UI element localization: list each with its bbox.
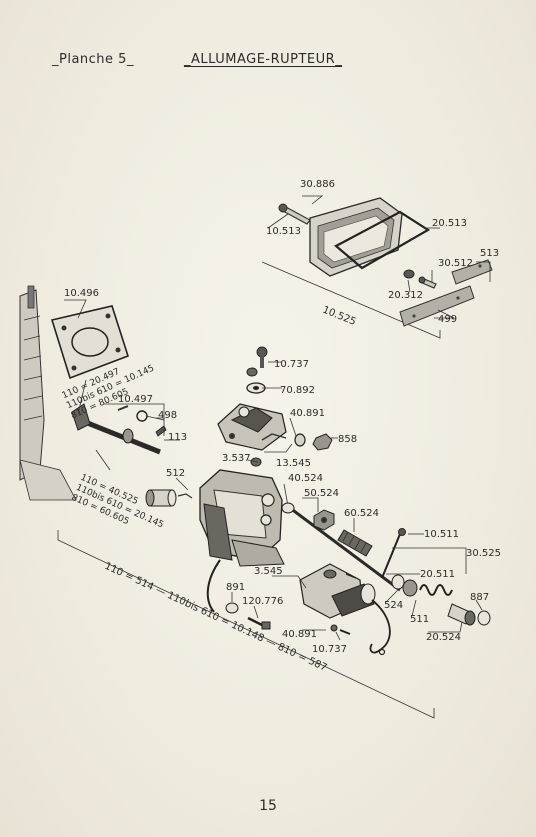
callout-20312: 20.312	[388, 290, 423, 301]
callout-10496: 10.496	[64, 288, 99, 299]
model-notes-lower: 110 = 40.525 110bis 610 = 20.145 810 = 6…	[70, 473, 165, 531]
callout-30525: 30.525	[466, 548, 501, 559]
page-number: 15	[259, 798, 277, 814]
callout-113: 113	[168, 432, 187, 443]
engine-block	[19, 285, 180, 501]
callout-887: 887	[470, 592, 489, 603]
callout-50524: 50.524	[304, 488, 339, 499]
callout-10737-top: 10.737	[274, 359, 309, 370]
callout-10513: 10.513	[266, 226, 301, 237]
callout-858: 858	[338, 434, 357, 445]
callout-20511: 20.511	[420, 569, 455, 580]
page-title: _ALLUMAGE-RUPTEUR_	[184, 52, 343, 67]
assembly-bracket-line	[57, 530, 435, 719]
breaker-assembly	[217, 346, 338, 467]
main-housing	[145, 469, 289, 613]
callout-524: 524	[384, 600, 403, 611]
adjusting-shaft	[281, 497, 467, 592]
callout-40524: 40.524	[288, 473, 323, 484]
callout-511: 511	[410, 614, 429, 625]
callout-120776: 120.776	[242, 596, 283, 607]
variant-note: 110 = 514 — 110bis 610 = 10.148 — 810 = …	[103, 561, 329, 674]
callout-10497: 10.497	[118, 394, 153, 405]
callout-512: 512	[166, 468, 185, 479]
callout-30512: 30.512	[438, 258, 473, 269]
callout-10511: 10.511	[424, 529, 459, 540]
callout-40891-bottom: 40.891	[282, 629, 317, 640]
callout-20524: 20.524	[426, 632, 461, 643]
callout-3537: 3.537	[222, 453, 251, 464]
cover-assembly	[261, 195, 493, 339]
callout-498: 498	[158, 410, 177, 421]
callout-10525: 10.525	[321, 305, 358, 328]
callout-3545: 3.545	[254, 566, 283, 577]
callout-13545: 13.545	[276, 458, 311, 469]
callout-40891-top: 40.891	[290, 408, 325, 419]
callout-20513: 20.513	[432, 218, 467, 229]
callout-10737-bottom: 10.737	[312, 644, 347, 655]
callout-30886: 30.886	[300, 179, 335, 190]
spring-cap-parts	[385, 574, 491, 633]
callout-891: 891	[226, 582, 245, 593]
callout-513: 513	[480, 248, 499, 259]
callout-70892: 70.892	[280, 385, 315, 396]
plate-number: _Planche 5_	[52, 52, 134, 67]
callout-499: 499	[438, 314, 457, 325]
callout-60524: 60.524	[344, 508, 379, 519]
condenser-assembly	[225, 563, 391, 656]
